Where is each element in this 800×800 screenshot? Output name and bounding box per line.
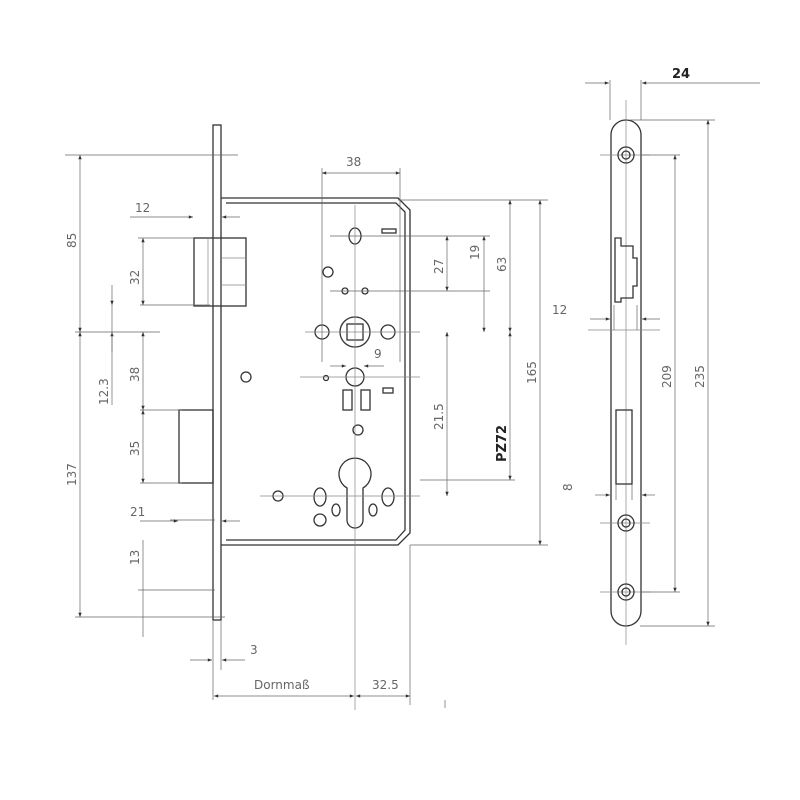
dim-21: 21 bbox=[130, 505, 145, 519]
screw-hole bbox=[617, 583, 635, 601]
screw-hole bbox=[617, 146, 635, 164]
dim-3: 3 bbox=[250, 643, 258, 657]
lock-case bbox=[221, 197, 411, 546]
dim-38-top: 38 bbox=[346, 155, 361, 169]
dim-32: 32 bbox=[128, 270, 142, 285]
dim-38-left: 38 bbox=[128, 367, 142, 382]
strike-plate-dimensions: 24 12 8 209 235 bbox=[552, 67, 760, 627]
dim-pz72: PZ72 bbox=[495, 425, 510, 462]
faceplate bbox=[212, 124, 222, 621]
dim-12-strike: 12 bbox=[552, 303, 567, 317]
latch-bolt bbox=[193, 237, 247, 307]
cylinder-hole bbox=[338, 457, 372, 529]
dim-24: 24 bbox=[672, 67, 690, 82]
dim-8: 8 bbox=[561, 483, 575, 491]
dim-165: 165 bbox=[525, 361, 539, 384]
dim-63: 63 bbox=[495, 257, 509, 272]
dead-bolt bbox=[178, 409, 214, 484]
dim-85: 85 bbox=[65, 233, 79, 248]
dim-12-latch: 12 bbox=[135, 201, 150, 215]
lock-dimensions: 85 137 12 32 12.3 38 35 21 13 3 Dornmaß … bbox=[65, 154, 548, 708]
dim-35: 35 bbox=[128, 441, 142, 456]
latch-cutout bbox=[614, 237, 638, 303]
strike-plate bbox=[588, 100, 660, 645]
dim-21-5: 21.5 bbox=[432, 403, 446, 430]
mortise-lock-body bbox=[178, 124, 420, 710]
dim-9: 9 bbox=[374, 347, 382, 361]
lock-case-inner bbox=[226, 202, 406, 541]
bolt-slot bbox=[615, 409, 633, 485]
dim-32-5: 32.5 bbox=[372, 678, 399, 692]
dim-235: 235 bbox=[693, 365, 707, 388]
dim-19: 19 bbox=[468, 245, 482, 260]
dim-12-3: 12.3 bbox=[97, 378, 111, 405]
dim-137: 137 bbox=[65, 463, 79, 486]
dim-27: 27 bbox=[432, 259, 446, 274]
dim-13: 13 bbox=[128, 550, 142, 565]
dim-backset: Dornmaß bbox=[254, 678, 310, 692]
screw-hole bbox=[617, 514, 635, 532]
dim-209: 209 bbox=[660, 365, 674, 388]
